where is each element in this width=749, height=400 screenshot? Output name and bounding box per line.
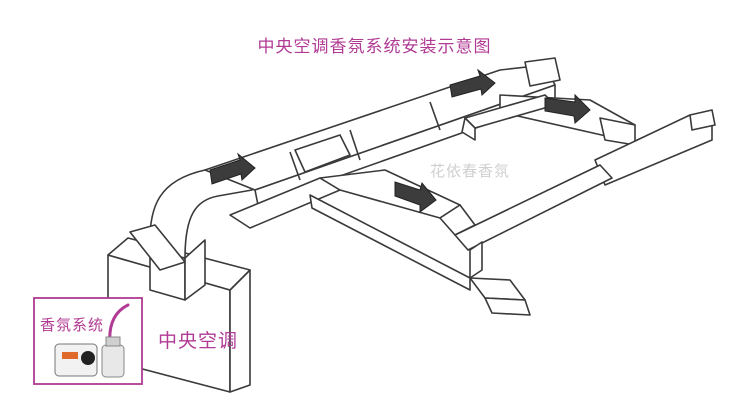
fragrance-system-label: 香氛系统: [40, 314, 104, 335]
watermark: 花依春香氛: [430, 160, 510, 181]
scent-machine-icon: [55, 344, 97, 376]
central-ac-label: 中央空调: [158, 326, 238, 353]
fragrance-system-box: [34, 298, 142, 384]
diagram-title: 中央空调香氛系统安装示意图: [0, 32, 749, 57]
